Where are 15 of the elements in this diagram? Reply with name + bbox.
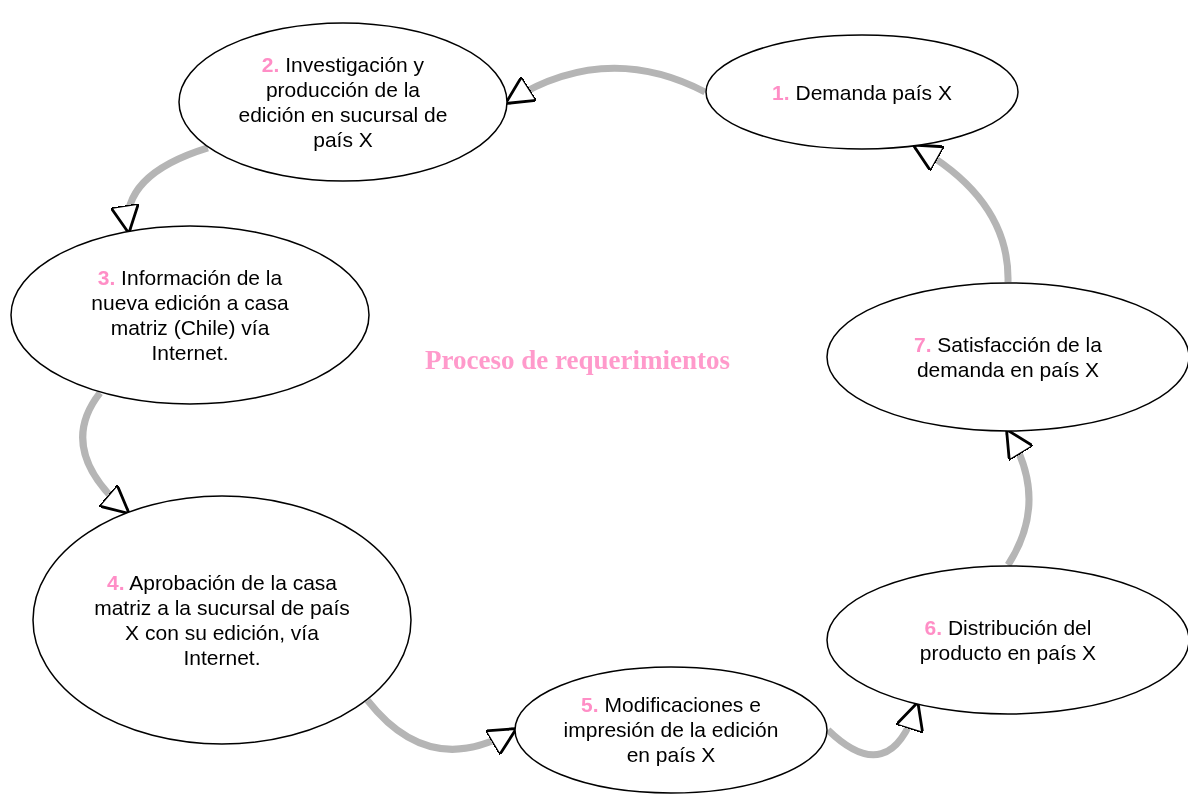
node-text: 2. Investigación y producción de la edición en sucursal de país X (237, 51, 449, 153)
node-text: 6. Distribución del producto en país X (918, 615, 1098, 666)
ellipse-node (32, 495, 412, 745)
ellipse-node (178, 22, 508, 182)
node-text: 4. Aprobación de la casa matriz a la sucursal de país X con su edición, vía Internet. (93, 569, 351, 671)
node-text: 7. Satisfacción de la demanda en país X (913, 332, 1103, 383)
diagram-title: Proceso de requerimientos (425, 345, 730, 376)
curved-arrow (911, 143, 1012, 283)
node-text: 1. Demanda país X (771, 79, 953, 105)
ellipse-node (10, 225, 370, 405)
node-text: 5. Modificaciones e impresión de la edición en país X (562, 692, 780, 768)
curved-arrow (79, 390, 131, 516)
ellipse-node (514, 666, 828, 794)
node-text: 3. Información de la nueva edición a casa matriz (Chile) vía Internet. (90, 264, 290, 366)
ellipse-node (705, 34, 1019, 150)
